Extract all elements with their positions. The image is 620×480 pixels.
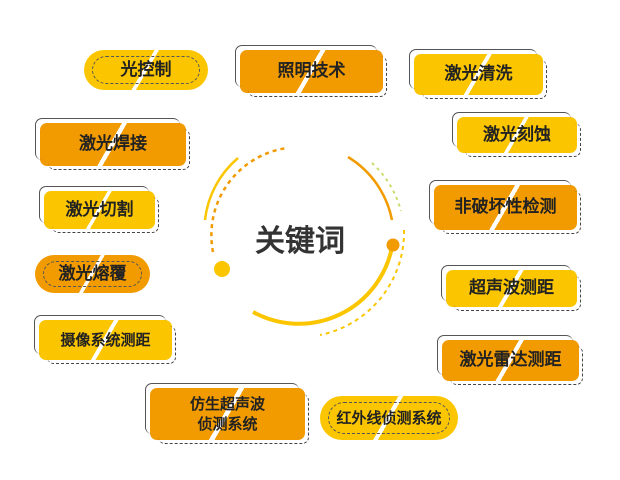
keyword-tag: 激光熔覆 [35, 255, 150, 293]
keyword-tag: 激光刻蚀 [452, 112, 581, 157]
dot-orange [386, 238, 400, 252]
keyword-label: 仿生超声波 侦测系统 [189, 394, 265, 433]
keyword-tag: 激光清洗 [409, 49, 547, 99]
keyword-label: 激光清洗 [444, 64, 513, 85]
keyword-tag: 仿生超声波 侦测系统 [145, 383, 309, 444]
dashed-arc-orange-left [210, 146, 288, 253]
keyword-tag: 激光焊接 [35, 118, 190, 170]
keyword-tag: 非破坏性检测 [429, 180, 581, 234]
center-title: 关键词 [255, 224, 345, 259]
keyword-tag: 激光雷达测距 [437, 335, 583, 385]
keyword-label: 光控制 [120, 59, 172, 80]
main-arc-yellow-bottom [252, 246, 394, 326]
keyword-label: 红外线侦测系统 [336, 408, 442, 427]
keyword-label: 激光切割 [65, 199, 134, 220]
outer-arc-yellow-left [203, 157, 239, 221]
keyword-label: 超声波测距 [469, 278, 554, 299]
dashed-arc-green-right [371, 162, 402, 212]
keyword-tag: 摄像系统测距 [34, 315, 176, 364]
keyword-label: 激光刻蚀 [483, 124, 551, 145]
keyword-label: 激光焊接 [79, 134, 147, 155]
keyword-tag: 照明技术 [235, 45, 387, 97]
outer-arc-orange-right [347, 155, 394, 221]
keyword-tag: 超声波测距 [441, 265, 581, 311]
keyword-tag: 光控制 [84, 50, 208, 90]
keyword-label: 摄像系统测距 [60, 330, 151, 349]
keyword-label: 激光雷达测距 [459, 350, 562, 371]
dashed-arc-yellow-bottom [319, 229, 406, 336]
keyword-tag: 红外线侦测系统 [320, 396, 458, 440]
keyword-label: 非破坏性检测 [454, 197, 557, 218]
keyword-tag: 激光切割 [39, 186, 159, 233]
keyword-label: 激光熔覆 [58, 263, 127, 284]
keyword-label: 照明技术 [277, 61, 346, 82]
dot-yellow [214, 261, 230, 277]
